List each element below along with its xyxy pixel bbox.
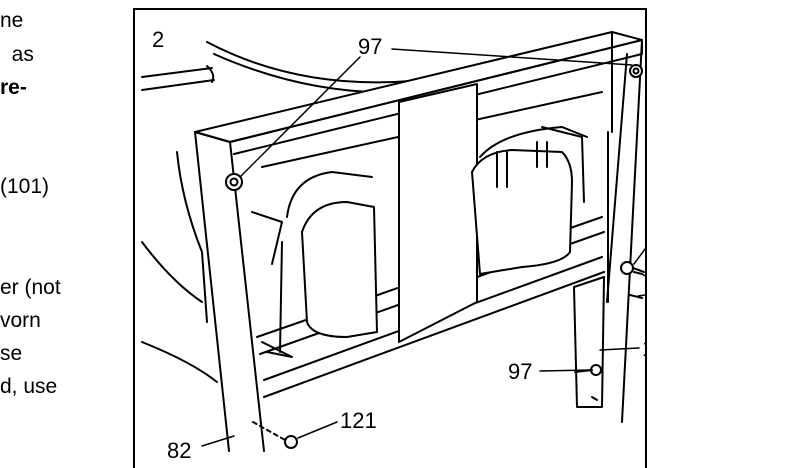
- assembly-figure: 2 97 121 101 103 97 121 82: [133, 8, 647, 468]
- instruction-line-1: ne: [0, 9, 24, 32]
- instruction-line-3: re-: [0, 76, 27, 99]
- callout-103: 103: [642, 336, 647, 361]
- instruction-text-column: ne as re- (101) er (not vorn se d, use: [0, 0, 130, 449]
- instruction-line-2: as: [0, 43, 34, 66]
- instruction-line-8: d, use: [0, 375, 58, 398]
- instruction-line-4: (101): [0, 175, 50, 198]
- instruction-line-6: vorn: [0, 309, 41, 332]
- callout-97-bottom: 97: [508, 359, 532, 384]
- instruction-line-7: se: [0, 342, 23, 365]
- step-number: 2: [152, 27, 164, 52]
- callout-82: 82: [167, 438, 191, 463]
- instruction-line-5: er (not: [0, 276, 61, 299]
- callout-121-bottom: 121: [340, 408, 377, 433]
- callout-97-top: 97: [358, 34, 382, 59]
- assembly-drawing: 2 97 121 101 103 97 121 82: [141, 27, 647, 463]
